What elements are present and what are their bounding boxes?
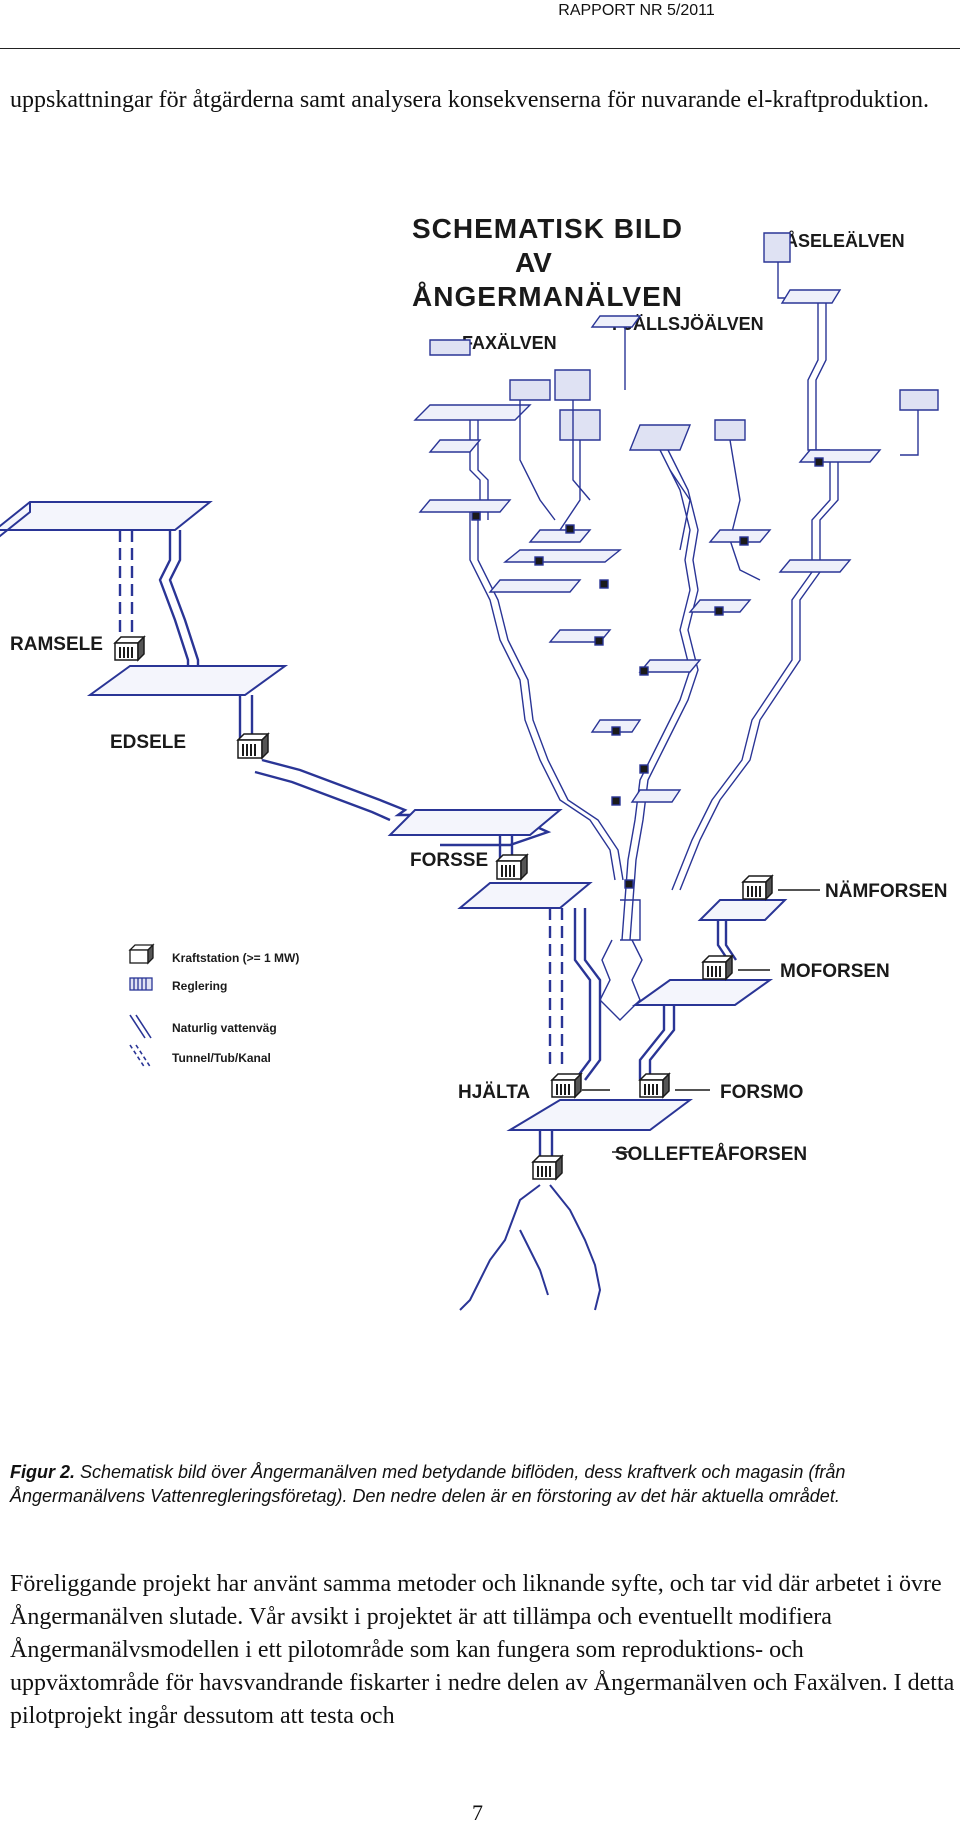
station-hjalta: HJÄLTA xyxy=(458,1082,530,1103)
station-forsmo: FORSMO xyxy=(720,1082,803,1103)
legend-naturlig-icon xyxy=(129,1014,152,1039)
station-namforsen: NÄMFORSEN xyxy=(825,881,947,902)
legend-reglering: Reglering xyxy=(172,979,227,993)
ramsele-edsele-section xyxy=(0,501,563,865)
figure-title-line2: AV xyxy=(515,247,552,278)
figure-legend: Kraftstation (>= 1 MW) Reglering Naturli… xyxy=(128,943,299,1069)
station-icons-left xyxy=(113,635,529,881)
upper-river-network xyxy=(413,232,939,1021)
legend-kraftstation: Kraftstation (>= 1 MW) xyxy=(172,951,299,965)
station-icons-lower xyxy=(531,874,774,1181)
legend-reglering-icon xyxy=(129,977,153,991)
legend-kraftstation-icon xyxy=(128,943,155,965)
river-aselealven: ÅSELEÄLVEN xyxy=(785,231,905,251)
station-edsele: EDSELE xyxy=(110,732,186,753)
legend-naturlig: Naturlig vattenväg xyxy=(172,1021,277,1035)
lower-river-section xyxy=(457,882,788,1311)
station-ramsele: RAMSELE xyxy=(10,634,103,655)
figure-title-line3: ÅNGERMANÄLVEN xyxy=(412,281,682,312)
river-fjallsjoalven: FJÄLLSJÖÄLVEN xyxy=(612,314,764,334)
river-faxalven: FAXÄLVEN xyxy=(462,333,557,353)
report-number: RAPPORT NR 5/2011 xyxy=(558,2,715,19)
figure-caption-text: Schematisk bild över Ångermanälven med b… xyxy=(10,1462,846,1506)
figure-caption-label: Figur 2. xyxy=(10,1462,76,1482)
station-moforsen: MOFORSEN xyxy=(780,961,890,982)
station-forsse: FORSSE xyxy=(410,850,488,871)
legend-tunnel-icon xyxy=(129,1044,152,1069)
page-number: 7 xyxy=(472,1800,483,1825)
intro-paragraph: uppskattningar för åtgärderna samt analy… xyxy=(10,87,929,113)
figure-caption: Figur 2. Schematisk bild över Ångermanäl… xyxy=(10,1460,950,1508)
schematic-svg: SCHEMATISK BILD AV ÅNGERMANÄLVEN ÅSELEÄL… xyxy=(0,213,947,1311)
page-header: RAPPORT NR 5/2011 xyxy=(0,0,960,49)
river-schematic-figure: SCHEMATISK BILD AV ÅNGERMANÄLVEN ÅSELEÄL… xyxy=(0,200,960,1440)
legend-tunnel: Tunnel/Tub/Kanal xyxy=(172,1051,271,1065)
station-sollefteaforsen: SOLLEFTEÅFORSEN xyxy=(615,1144,807,1165)
figure-title-line1: SCHEMATISK BILD xyxy=(412,213,682,244)
body-paragraph: Föreliggande projekt har använt samma me… xyxy=(10,1571,955,1729)
